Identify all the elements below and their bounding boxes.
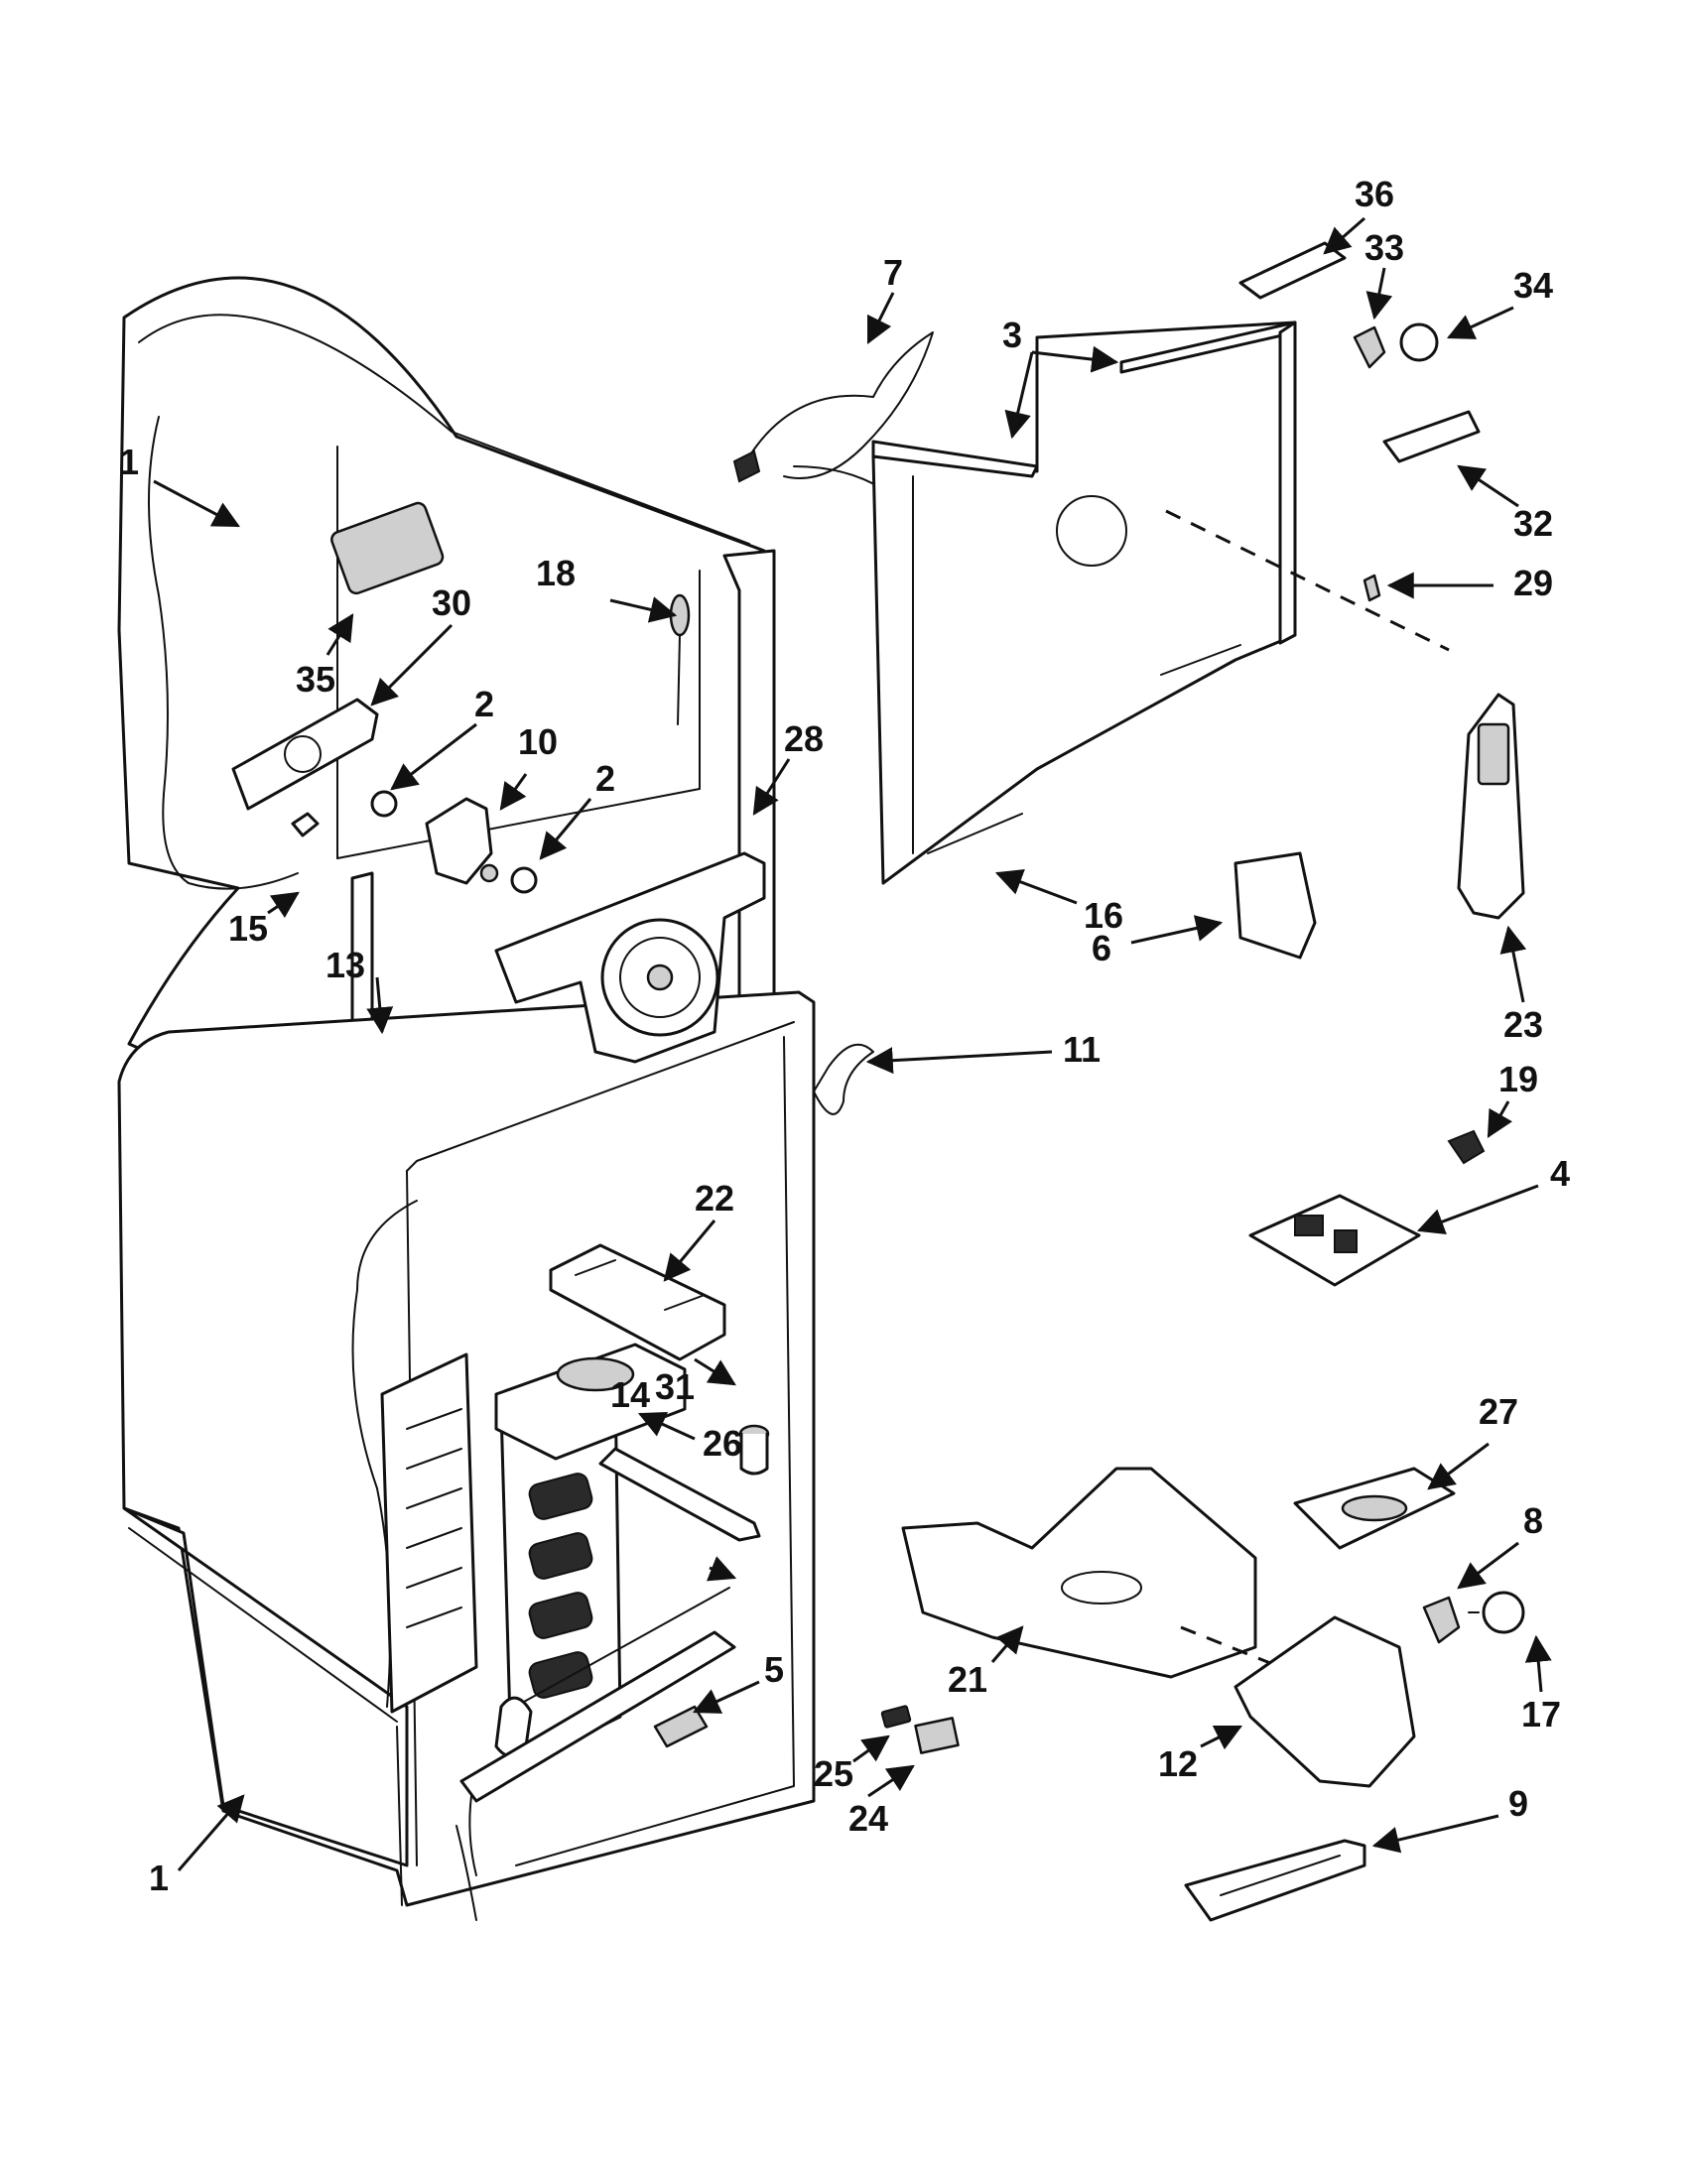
panel-9 — [1184, 1839, 1366, 1922]
callout-8: 8 — [1523, 1500, 1543, 1541]
callout-34: 34 — [1513, 265, 1553, 306]
lens-27 — [1293, 1467, 1456, 1550]
callout-15: 15 — [228, 908, 268, 949]
callout-9: 9 — [1508, 1783, 1528, 1824]
defrost-parts — [459, 1424, 770, 1876]
callout-25: 25 — [814, 1753, 853, 1794]
small-parts-24-25 — [880, 1705, 960, 1754]
screw-29 — [1165, 509, 1450, 652]
callout-10: 10 — [518, 721, 558, 762]
callout-6: 6 — [1092, 928, 1111, 968]
callout-22: 22 — [695, 1178, 734, 1219]
control-parts — [231, 698, 538, 894]
callout-36: 36 — [1355, 174, 1394, 214]
callout-12: 12 — [1158, 1743, 1198, 1784]
callout-2-left: 2 — [474, 684, 494, 724]
callout-17: 17 — [1521, 1694, 1561, 1734]
callout-23: 23 — [1503, 1004, 1543, 1045]
callout-1-upper: 1 — [119, 442, 139, 482]
air-duct-13 — [380, 1352, 478, 1714]
callout-14: 14 — [610, 1374, 650, 1415]
callout-4: 4 — [1550, 1153, 1570, 1194]
callout-13: 13 — [325, 945, 365, 985]
clip-19 — [1447, 1129, 1486, 1165]
callout-27: 27 — [1479, 1391, 1518, 1432]
leader-lines — [153, 216, 1552, 1871]
callout-21: 21 — [948, 1659, 987, 1700]
parts-layer — [117, 241, 1525, 1922]
callout-24: 24 — [848, 1798, 888, 1839]
callout-29: 29 — [1513, 563, 1553, 603]
vent-cover-22 — [549, 1243, 726, 1361]
callout-2-right: 2 — [595, 758, 615, 799]
duct-6 — [1234, 851, 1317, 960]
callout-33: 33 — [1364, 227, 1404, 268]
housing-12 — [1234, 1615, 1416, 1788]
control-tray-21 — [901, 1467, 1281, 1679]
callout-11: 11 — [1063, 1029, 1101, 1070]
callout-28: 28 — [784, 718, 824, 759]
bulb-17 — [1468, 1591, 1525, 1634]
callout-32: 32 — [1513, 503, 1553, 544]
callout-3: 3 — [1002, 315, 1022, 355]
light-parts-top — [1238, 241, 1481, 463]
callout-18: 18 — [536, 553, 576, 593]
socket-8 — [1422, 1596, 1461, 1644]
rear-panel-16 — [871, 321, 1297, 885]
callout-5: 5 — [764, 1649, 784, 1690]
callout-26: 26 — [703, 1423, 742, 1464]
callout-19: 19 — [1498, 1059, 1538, 1099]
callout-35: 35 — [296, 659, 335, 700]
callout-1-lower: 1 — [149, 1858, 169, 1898]
callout-16: 16 — [1084, 895, 1123, 936]
callout-labels: 1 1 2 2 3 4 5 6 7 8 9 10 11 12 13 14 15 … — [119, 174, 1570, 1898]
callout-31: 31 — [655, 1366, 695, 1407]
fan-assembly-28-11 — [494, 851, 874, 1115]
callout-7: 7 — [883, 252, 903, 293]
callout-30: 30 — [432, 582, 471, 623]
control-board-4 — [1248, 1194, 1421, 1287]
tall-duct-23 — [1457, 693, 1525, 920]
